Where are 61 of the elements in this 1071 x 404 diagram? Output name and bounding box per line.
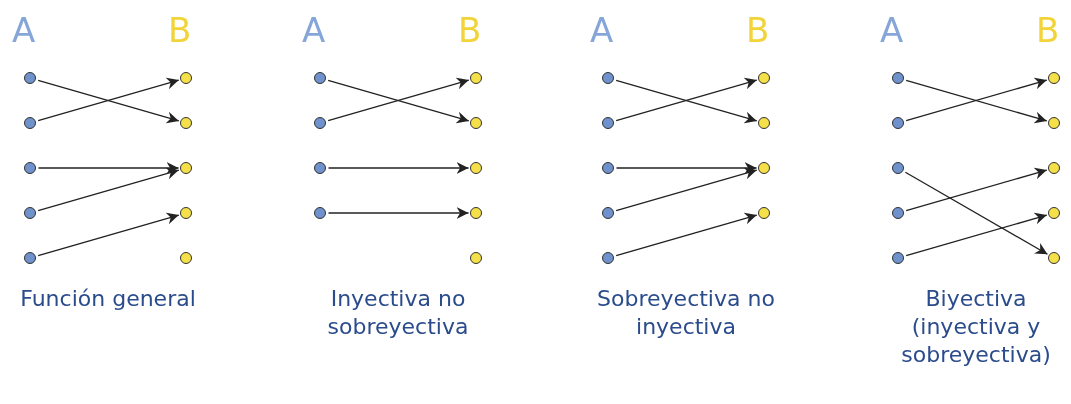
arrow (615, 212, 758, 257)
arrow (37, 212, 180, 257)
caption: Función general (19, 285, 197, 313)
codomain-point (469, 206, 482, 219)
domain-point (891, 251, 904, 264)
arrow (327, 207, 470, 219)
domain-point (313, 71, 326, 84)
codomain-point (179, 206, 192, 219)
set-letter: B (458, 12, 482, 48)
arrow (905, 212, 1048, 257)
codomain-point (469, 251, 482, 264)
domain-point (601, 251, 614, 264)
codomain-point (1047, 116, 1060, 129)
caption: Sobreyectiva no inyectiva (596, 285, 776, 341)
domain-point (23, 206, 36, 219)
arrow (615, 162, 758, 174)
domain-point (891, 71, 904, 84)
codomain-point (757, 116, 770, 129)
set-letter: A (880, 12, 904, 48)
caption: Inyectiva no sobreyectiva (326, 285, 470, 341)
domain-point (313, 161, 326, 174)
domain-point (23, 116, 36, 129)
set-letter: B (746, 12, 770, 48)
domain-point (313, 116, 326, 129)
set-letter: A (590, 12, 614, 48)
domain-point (891, 161, 904, 174)
arrow (37, 167, 180, 212)
domain-point (601, 161, 614, 174)
set-letter: B (168, 12, 192, 48)
domain-point (23, 161, 36, 174)
caption: Biyectiva (inyectiva y sobreyectiva) (900, 285, 1052, 369)
set-letter: A (12, 12, 36, 48)
domain-point (601, 206, 614, 219)
domain-point (601, 71, 614, 84)
codomain-point (757, 161, 770, 174)
codomain-point (179, 116, 192, 129)
set-letter: B (1036, 12, 1060, 48)
codomain-point (1047, 251, 1060, 264)
codomain-point (469, 161, 482, 174)
domain-point (23, 71, 36, 84)
codomain-point (757, 71, 770, 84)
domain-point (891, 116, 904, 129)
codomain-point (1047, 161, 1060, 174)
domain-point (23, 251, 36, 264)
codomain-point (469, 116, 482, 129)
arrow (905, 167, 1048, 212)
domain-point (601, 116, 614, 129)
codomain-point (1047, 206, 1060, 219)
domain-point (313, 206, 326, 219)
codomain-point (757, 206, 770, 219)
arrow (37, 162, 180, 174)
set-letter: A (302, 12, 326, 48)
arrow (615, 167, 758, 212)
codomain-point (179, 251, 192, 264)
arrow (904, 171, 1049, 255)
codomain-point (179, 161, 192, 174)
codomain-point (1047, 71, 1060, 84)
domain-point (891, 206, 904, 219)
codomain-point (179, 71, 192, 84)
arrow (327, 162, 470, 174)
codomain-point (469, 71, 482, 84)
